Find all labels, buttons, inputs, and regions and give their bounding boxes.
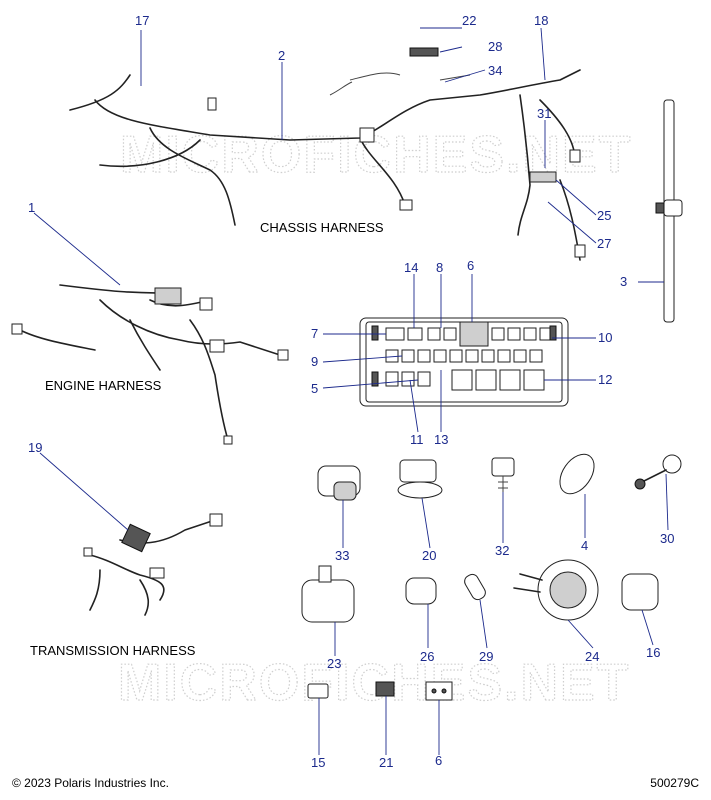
callout-3: 3 bbox=[620, 274, 627, 289]
callout-numbers: 17 22 18 2 28 34 31 25 27 1 3 14 8 6 7 1… bbox=[28, 13, 674, 770]
callout-29: 29 bbox=[479, 649, 493, 664]
callout-27: 27 bbox=[597, 236, 611, 251]
callout-5: 5 bbox=[311, 381, 318, 396]
caption-engine: ENGINE HARNESS bbox=[45, 378, 162, 393]
cap-26-drawing bbox=[405, 577, 437, 605]
callout-12: 12 bbox=[598, 372, 612, 387]
callout-20: 20 bbox=[422, 548, 436, 563]
plug-29-drawing bbox=[464, 573, 486, 601]
callout-6-bottom: 6 bbox=[435, 753, 442, 768]
connector-33-drawing bbox=[317, 465, 361, 501]
callout-14: 14 bbox=[404, 260, 418, 275]
connector-20-drawing bbox=[397, 459, 443, 499]
engine-harness-drawing bbox=[11, 284, 289, 445]
callout-6-top: 6 bbox=[467, 258, 474, 273]
cap-30-drawing bbox=[634, 454, 682, 490]
diagram-id: 500279C bbox=[650, 776, 699, 790]
caption-chassis: CHASSIS HARNESS bbox=[260, 220, 384, 235]
callout-31: 31 bbox=[537, 106, 551, 121]
callout-19: 19 bbox=[28, 440, 42, 455]
callout-11: 11 bbox=[410, 432, 424, 447]
callout-26: 26 bbox=[420, 649, 434, 664]
leader-lines bbox=[33, 27, 669, 755]
callout-22: 22 bbox=[462, 13, 476, 28]
callout-34: 34 bbox=[488, 63, 502, 78]
fuse-box-drawing bbox=[359, 317, 569, 407]
copyright-text: © 2023 Polaris Industries Inc. bbox=[12, 776, 169, 790]
connector-23-drawing bbox=[301, 565, 355, 623]
chassis-harness-drawing bbox=[69, 47, 586, 261]
callout-10: 10 bbox=[598, 330, 612, 345]
callout-2: 2 bbox=[278, 48, 285, 63]
clip-32-drawing bbox=[491, 457, 515, 492]
callout-30: 30 bbox=[660, 531, 674, 546]
callout-25: 25 bbox=[597, 208, 611, 223]
callout-17: 17 bbox=[135, 13, 149, 28]
caption-transmission: TRANSMISSION HARNESS bbox=[30, 643, 196, 658]
callout-24: 24 bbox=[585, 649, 599, 664]
callout-15: 15 bbox=[311, 755, 325, 770]
callout-1: 1 bbox=[28, 200, 35, 215]
bracket-3-drawing bbox=[655, 99, 683, 323]
callout-7: 7 bbox=[311, 326, 318, 341]
callout-33: 33 bbox=[335, 548, 349, 563]
callout-18: 18 bbox=[534, 13, 548, 28]
callout-23: 23 bbox=[327, 656, 341, 671]
watermark-bottom: MICROFICHES.NET bbox=[118, 654, 630, 712]
callout-13: 13 bbox=[434, 432, 448, 447]
fuse-row-middle bbox=[385, 349, 543, 363]
block-6-drawing bbox=[425, 681, 453, 701]
callout-21: 21 bbox=[379, 755, 393, 770]
connector-24-drawing bbox=[513, 559, 599, 621]
connector-15-drawing bbox=[307, 683, 329, 699]
cover-16-drawing bbox=[621, 573, 659, 611]
tie-4-drawing bbox=[559, 453, 595, 495]
fuse-row-bottom bbox=[385, 369, 545, 391]
transmission-harness-drawing bbox=[83, 513, 223, 616]
callout-32: 32 bbox=[495, 543, 509, 558]
callout-8: 8 bbox=[436, 260, 443, 275]
callout-9: 9 bbox=[311, 354, 318, 369]
fuse-21-drawing bbox=[375, 681, 395, 697]
callout-4: 4 bbox=[581, 538, 588, 553]
callout-16: 16 bbox=[646, 645, 660, 660]
callout-28: 28 bbox=[488, 39, 502, 54]
